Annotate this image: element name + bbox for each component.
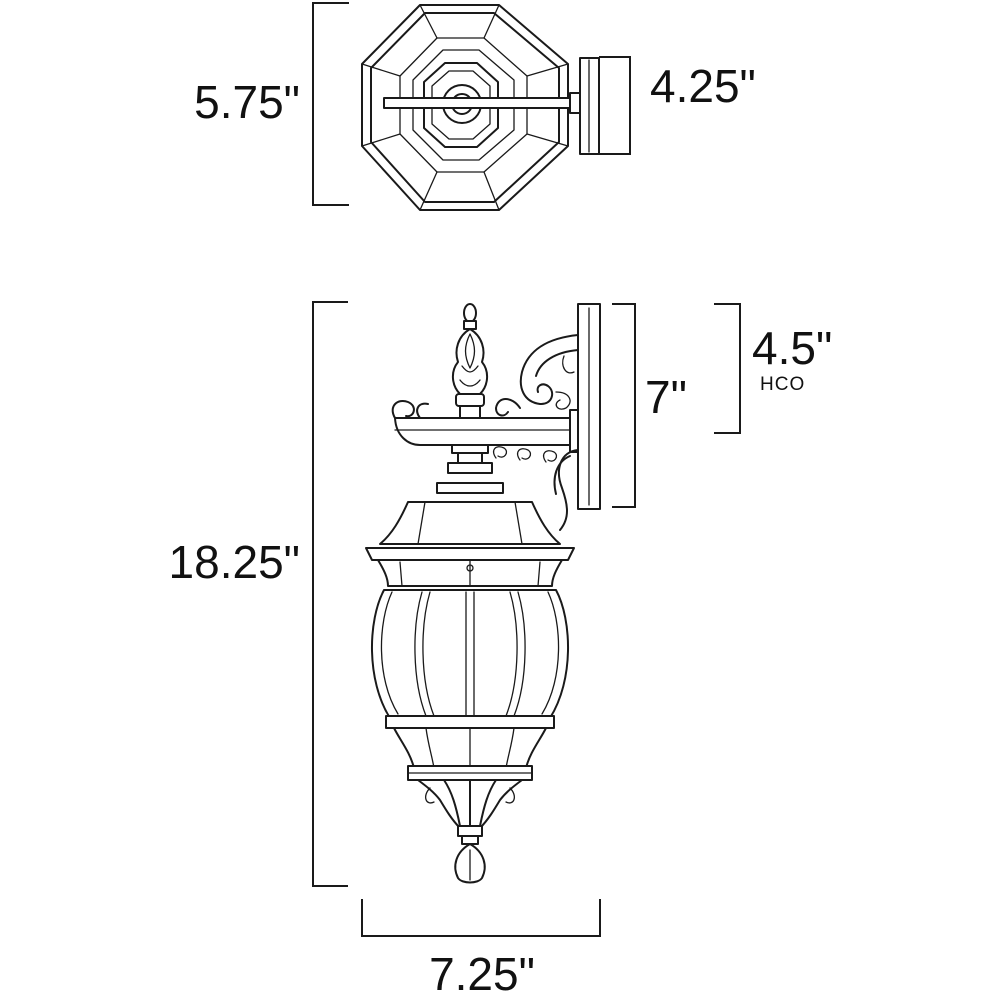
height-dimension-bracket	[312, 301, 348, 887]
top-view: 5.75"	[194, 2, 756, 211]
width-dimension-label: 7.25"	[429, 948, 535, 1000]
lantern-roof	[365, 482, 575, 587]
backplate-height-label: 7"	[645, 371, 687, 423]
height-dimension-label: 18.25"	[169, 536, 300, 588]
hco-value-label: 4.5"	[752, 322, 832, 374]
wall-arm-top	[383, 57, 600, 155]
lantern-globe	[371, 589, 569, 781]
width-dimension-bracket	[361, 899, 601, 937]
top-finial	[447, 303, 493, 474]
depth-dimension-bracket	[312, 2, 349, 206]
hco-label: HCO	[760, 374, 805, 395]
lantern-top-outline	[361, 4, 569, 211]
backplate-dimension-bracket	[599, 56, 631, 155]
backplate-height-bracket	[612, 303, 636, 508]
hco-dimension-bracket	[714, 303, 741, 434]
bottom-finial	[417, 779, 523, 884]
wall-backplate	[569, 303, 601, 510]
side-view: 18.25"	[169, 301, 832, 1000]
wall-arm-side	[391, 334, 579, 531]
depth-dimension-label: 5.75"	[194, 76, 300, 128]
backplate-dimension-label: 4.25"	[650, 60, 756, 112]
